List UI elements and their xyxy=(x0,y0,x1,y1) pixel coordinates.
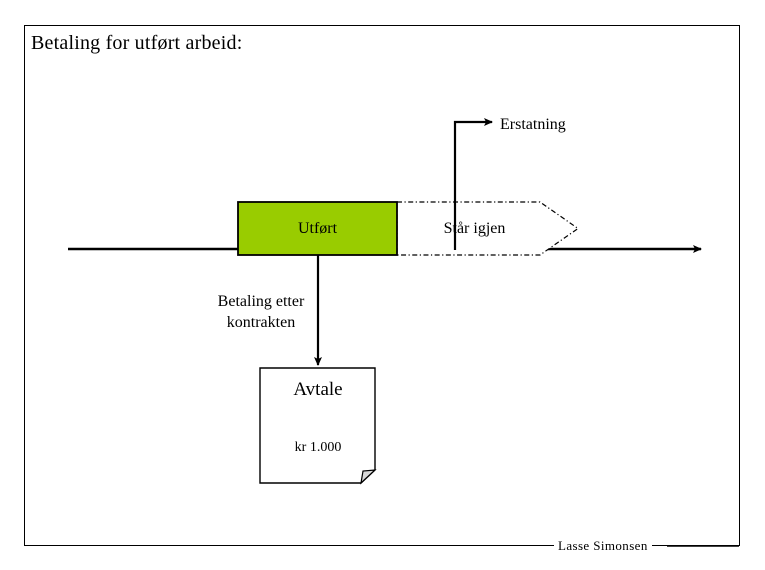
author-signature: Lasse Simonsen xyxy=(554,536,652,556)
completed-work-box xyxy=(237,201,398,256)
compensation-connector xyxy=(453,118,493,250)
page-title: Betaling for utført arbeid: xyxy=(31,32,243,54)
payment-flow-label-line-1: Betaling etter xyxy=(217,293,305,310)
slide-frame-border xyxy=(24,25,740,546)
remaining-work-label: Står igjen xyxy=(443,220,506,237)
remaining-work-arrow-shape xyxy=(396,201,580,256)
completed-work-label: Utført xyxy=(297,220,338,237)
agreement-document-fold xyxy=(360,469,377,485)
compensation-label: Erstatning xyxy=(500,116,566,133)
payment-flow-label: Betaling etter kontrakten xyxy=(196,291,326,333)
agreement-amount-label: kr 1.000 xyxy=(294,440,342,455)
payment-flow-label-line-2: kontrakten xyxy=(226,314,296,331)
agreement-title-label: Avtale xyxy=(293,379,343,400)
